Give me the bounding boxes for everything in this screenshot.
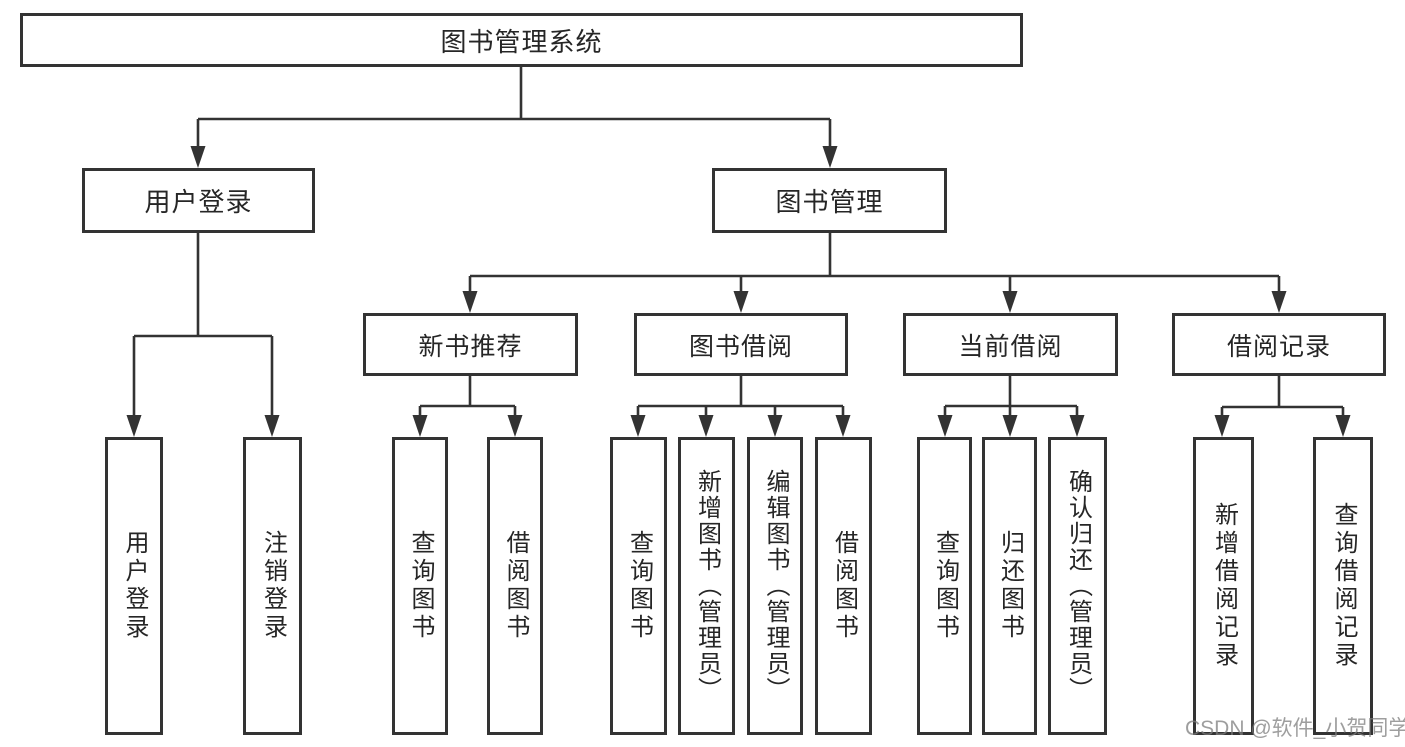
leaf-cb-query-books: 查询图书 (917, 437, 972, 735)
leaf-br-query-record: 查询借阅记录 (1313, 437, 1373, 735)
leaf-bb-add-books-admin: 新增图书（管理员） (678, 437, 735, 735)
leaf-nb-borrow-books-label: 借阅图书 (502, 530, 529, 642)
leaf-bb-query-books: 查询图书 (610, 437, 667, 735)
leaf-br-add-record: 新增借阅记录 (1193, 437, 1254, 735)
leaf-cb-confirm-return-admin: 确认归还（管理员） (1048, 437, 1107, 735)
leaf-nb-borrow-books: 借阅图书 (487, 437, 543, 735)
leaf-logout: 注销登录 (243, 437, 302, 735)
leaf-cb-return-books: 归还图书 (982, 437, 1037, 735)
node-current-borrow: 当前借阅 (903, 313, 1118, 376)
leaf-cb-query-books-label: 查询图书 (931, 530, 959, 642)
node-book-borrow: 图书借阅 (634, 313, 848, 376)
csdn-watermark: CSDN @软件_小贺同学 (1185, 717, 1405, 740)
leaf-br-query-record-label: 查询借阅记录 (1330, 502, 1357, 670)
leaf-bb-edit-books-admin: 编辑图书（管理员） (747, 437, 803, 735)
leaf-bb-query-books-label: 查询图书 (625, 530, 653, 642)
leaf-bb-edit-books-admin-label: 编辑图书（管理员） (762, 469, 789, 703)
leaf-bb-borrow-books: 借阅图书 (815, 437, 872, 735)
node-user-login: 用户登录 (82, 168, 315, 233)
leaf-logout-label: 注销登录 (259, 530, 287, 642)
leaf-cb-return-books-label: 归还图书 (996, 530, 1024, 642)
leaf-user-login-label: 用户登录 (121, 530, 148, 642)
node-library-system: 图书管理系统 (20, 13, 1023, 67)
leaf-bb-add-books-admin-label: 新增图书（管理员） (693, 469, 721, 703)
leaf-bb-borrow-books-label: 借阅图书 (830, 530, 858, 642)
leaf-nb-query-books: 查询图书 (392, 437, 448, 735)
node-book-management: 图书管理 (712, 168, 947, 233)
node-borrow-records: 借阅记录 (1172, 313, 1386, 376)
node-new-book-recommend: 新书推荐 (363, 313, 578, 376)
leaf-nb-query-books-label: 查询图书 (407, 530, 434, 642)
leaf-user-login: 用户登录 (105, 437, 163, 735)
leaf-cb-confirm-return-admin-label: 确认归还（管理员） (1064, 469, 1092, 703)
leaf-br-add-record-label: 新增借阅记录 (1210, 502, 1238, 670)
